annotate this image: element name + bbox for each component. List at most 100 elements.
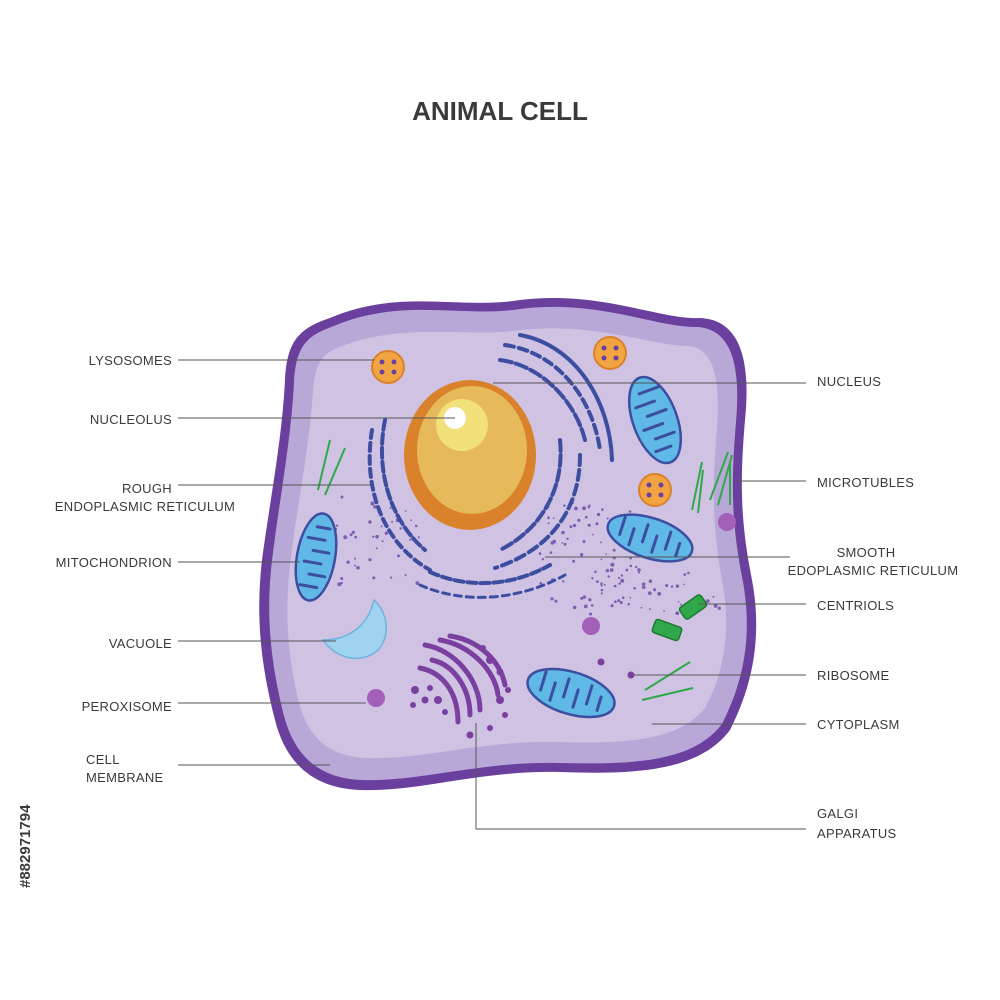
- er-dot: [397, 554, 400, 558]
- er-dot: [603, 583, 606, 586]
- er-dot: [683, 573, 687, 576]
- golgi-vesicles: [410, 645, 511, 739]
- er-dot: [538, 552, 542, 555]
- er-dot: [414, 524, 418, 528]
- label-nucleus: NUCLEUS: [817, 374, 881, 389]
- label-cell-membrane-line2: MEMBRANE: [86, 770, 164, 785]
- er-dot: [640, 606, 643, 609]
- er-dot: [657, 591, 662, 596]
- er-dot: [600, 582, 603, 586]
- er-dot: [410, 519, 413, 521]
- er-dot: [618, 582, 621, 585]
- er-dot: [561, 542, 564, 544]
- er-dot: [404, 510, 407, 512]
- label-smooth-er-line1: SMOOTH: [837, 545, 896, 560]
- er-dot: [356, 565, 360, 570]
- er-dot: [705, 599, 710, 603]
- er-dot: [628, 510, 632, 513]
- er-dot: [549, 551, 553, 554]
- er-dot: [552, 517, 555, 519]
- er-dot: [712, 595, 715, 598]
- er-dot: [617, 599, 621, 603]
- er-dot: [582, 540, 586, 543]
- er-dot: [569, 525, 573, 529]
- er-dot: [605, 568, 610, 573]
- er-dot: [354, 557, 356, 560]
- label-mitochondrion: MITOCHONDRION: [56, 555, 172, 570]
- er-dot: [349, 533, 353, 537]
- er-dot: [588, 612, 593, 616]
- er-dot: [368, 558, 372, 562]
- er-dot: [391, 520, 394, 523]
- er-dot: [653, 588, 657, 592]
- lysosome: [638, 473, 672, 507]
- er-dot: [600, 592, 603, 595]
- er-dot: [648, 579, 653, 584]
- er-dot: [370, 501, 375, 506]
- peroxisome: [718, 513, 736, 531]
- er-dot: [539, 581, 543, 585]
- er-dot: [600, 558, 603, 561]
- er-dot: [562, 580, 565, 583]
- er-dot: [647, 591, 652, 596]
- er-dot: [600, 541, 602, 544]
- er-dot: [675, 584, 680, 588]
- er-dot: [717, 606, 721, 610]
- er-dot: [619, 600, 623, 605]
- er-dot: [582, 506, 586, 511]
- er-dot: [582, 595, 587, 599]
- mitochondrion: [526, 667, 616, 719]
- er-dot: [617, 576, 621, 580]
- leader-lines: [178, 359, 806, 830]
- er-dot: [641, 582, 646, 586]
- er-dot: [574, 506, 578, 511]
- microtubules: [317, 439, 733, 701]
- er-dot: [663, 610, 665, 612]
- er-dot: [372, 576, 376, 580]
- er-dot: [572, 605, 577, 610]
- er-dot: [605, 553, 608, 555]
- er-dot: [713, 603, 718, 608]
- label-lysosomes: LYSOSOMES: [89, 353, 172, 368]
- label-nucleolus: NUCLEOLUS: [90, 412, 172, 427]
- er-dot: [415, 581, 420, 585]
- er-dot: [687, 571, 690, 575]
- er-dot: [590, 604, 594, 607]
- er-dot: [554, 599, 558, 603]
- label-smooth-er-line2: EDOPLASMIC RETICULUM: [788, 563, 959, 578]
- er-dot: [600, 588, 604, 592]
- er-dot: [399, 527, 402, 530]
- label-vacuole: VACUOLE: [109, 636, 172, 651]
- label-rough-er-line1: ROUGH: [122, 481, 172, 496]
- er-dot: [572, 559, 576, 563]
- er-dot: [600, 585, 603, 587]
- er-dot: [541, 557, 545, 561]
- er-dot: [373, 505, 377, 509]
- er-dot: [340, 495, 344, 499]
- er-dot: [552, 539, 557, 544]
- er-dot: [572, 523, 577, 528]
- er-dot: [609, 568, 614, 572]
- cytoplasm: [287, 328, 727, 759]
- mitochondrion: [606, 513, 694, 563]
- er-dot: [547, 516, 550, 520]
- er-dot: [675, 611, 680, 616]
- er-dot: [620, 578, 625, 583]
- er-dot: [610, 562, 615, 567]
- label-cytoplasm: CYTOPLASM: [817, 717, 900, 732]
- er-dot: [390, 576, 393, 579]
- er-dot: [340, 576, 344, 581]
- er-dot: [563, 504, 566, 507]
- er-dot: [547, 522, 550, 525]
- er-dot: [404, 574, 407, 577]
- nucleus: [404, 380, 536, 530]
- er-dot: [340, 581, 343, 585]
- er-dot: [587, 523, 591, 527]
- er-dot: [389, 506, 392, 509]
- stock-image-id: #882971794: [17, 804, 34, 888]
- er-dot: [417, 536, 420, 539]
- lysosome: [593, 336, 627, 370]
- label-microtubles: MICROTUBLES: [817, 475, 914, 490]
- er-dot: [614, 600, 617, 604]
